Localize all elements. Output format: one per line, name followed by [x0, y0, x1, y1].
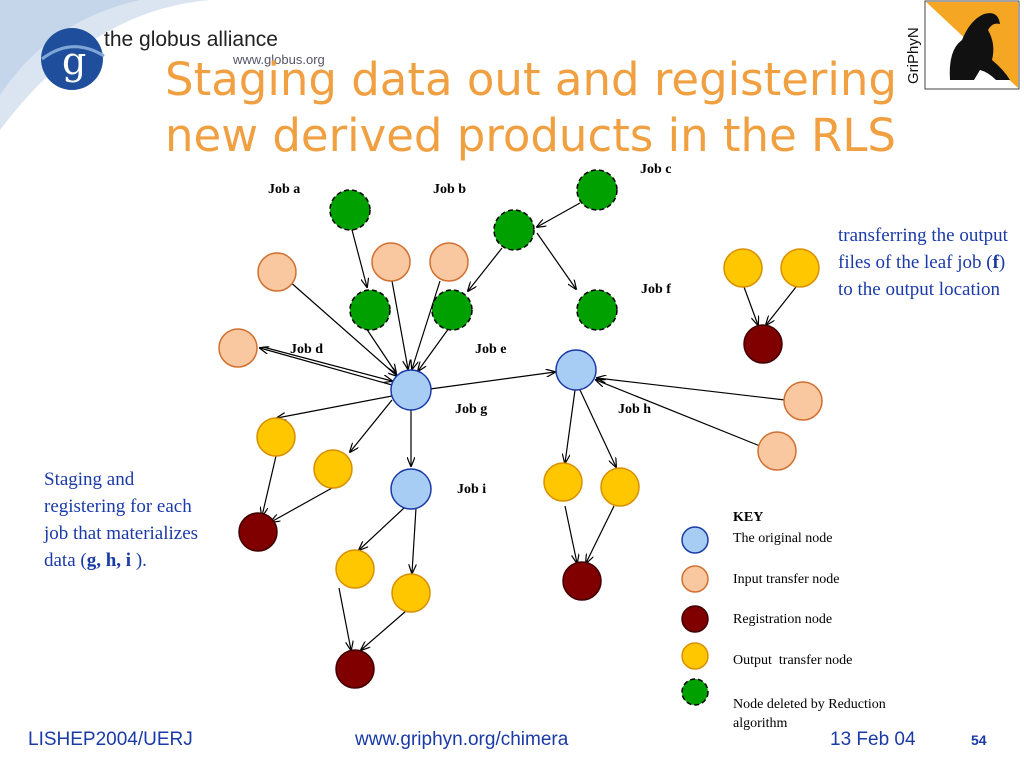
org-name: the globus alliance [104, 28, 278, 51]
header-banner [0, 0, 210, 130]
job-h-node [555, 349, 597, 391]
job-g-node [390, 369, 432, 411]
job-f-label: Job f [641, 282, 671, 297]
key-deleted-symbol [681, 678, 709, 706]
key-label-output: Output transfer node [733, 653, 853, 668]
left-note-bold: g, h, i [86, 550, 132, 571]
job-g-label: Job g [455, 402, 487, 417]
registration-nodes [238, 324, 783, 689]
input-transfer-nodes [218, 242, 823, 471]
key-label-original: The original node [733, 531, 833, 546]
griphyn-logo-icon: GriPhyN [905, 0, 1020, 90]
key-symbols [681, 526, 709, 706]
key-label-registration: Registration node [733, 612, 833, 627]
diagram-edges [260, 202, 797, 650]
key-input-symbol [681, 565, 709, 593]
svg-text:GriPhyN: GriPhyN [905, 27, 922, 84]
globus-logo-icon: g [41, 28, 105, 90]
footer-url[interactable]: www.griphyn.org/chimera [355, 729, 569, 750]
original-nodes [390, 349, 597, 510]
job-d-label: Job d [290, 342, 323, 357]
output-transfer-nodes [256, 248, 820, 613]
svg-text:g: g [62, 39, 86, 83]
job-b-label: Job b [433, 182, 466, 197]
job-c-label: Job c [640, 162, 672, 177]
job-b-node [493, 209, 535, 251]
footer-date: 13 Feb 04 [830, 729, 916, 750]
left-note-text: Staging and registering for each job tha… [44, 469, 199, 571]
page-number: 54 [971, 732, 987, 748]
key-registration-symbol [681, 605, 709, 633]
key-original-symbol [681, 526, 709, 554]
job-d-node [349, 289, 391, 331]
title-line-2: new derived products in the RLS [165, 109, 896, 162]
job-i-label: Job i [457, 482, 486, 497]
right-note: transferring the output files of the lea… [838, 222, 1018, 303]
key-label-input: Input transfer node [733, 572, 840, 587]
job-a-node [329, 189, 371, 231]
right-note-end: ) to the output location [838, 252, 1006, 300]
title-line-1: Staging data out and registering [165, 53, 897, 106]
left-note-end: ). [131, 550, 147, 571]
job-e-label: Job e [475, 342, 507, 357]
job-i-node [390, 468, 432, 510]
org-url: www.globus.org [233, 52, 325, 67]
key-output-symbol [681, 642, 709, 670]
right-note-bold: f [992, 252, 999, 273]
footer-left: LISHEP2004/UERJ [28, 729, 193, 750]
key-label-deleted: Node deleted by Reduction algorithm [733, 697, 886, 731]
key-title: KEY [733, 510, 764, 525]
right-note-text: transferring the output files of the lea… [838, 225, 1008, 273]
job-a-label: Job a [268, 182, 300, 197]
job-h-label: Job h [618, 402, 651, 417]
job-c-node [576, 169, 618, 211]
slide-title: Staging data out and registering new der… [165, 52, 965, 164]
left-note: Staging and registering for each job tha… [44, 466, 214, 574]
job-f-node [576, 289, 618, 331]
deleted-nodes [329, 169, 618, 331]
job-e-node [431, 289, 473, 331]
